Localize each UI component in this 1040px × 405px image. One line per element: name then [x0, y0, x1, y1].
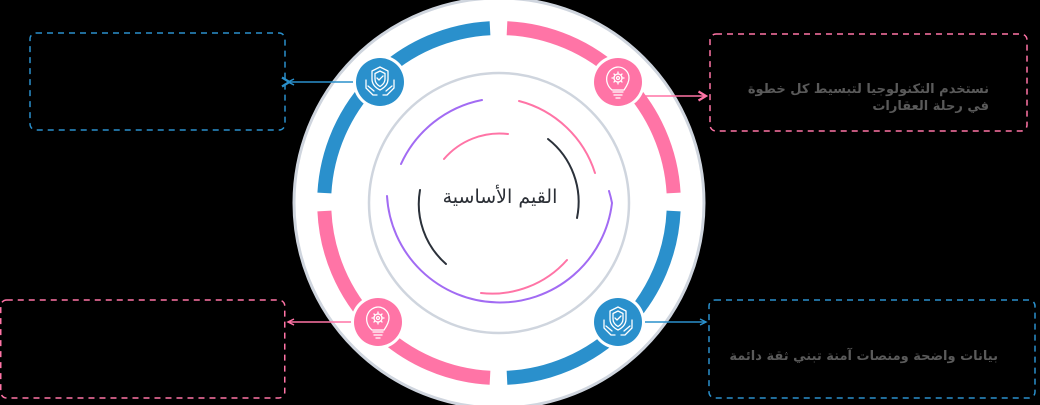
- decorative-arcs: [386, 99, 613, 304]
- dashed-boxes: [0, 32, 1036, 399]
- box-bottom-right-text: بيانات واضحة ومنصات آمنة تبني ثقة دائمة: [729, 349, 998, 364]
- lightbulb-gear-icon: [606, 66, 630, 99]
- box-top-left: [30, 33, 285, 130]
- box-top-left-border: [29, 32, 286, 131]
- box-top-right-border: [709, 33, 1028, 132]
- shield-check-hands-icon: [365, 66, 395, 96]
- node-bottom-right[interactable]: [591, 295, 645, 349]
- box-bottom-right: بيانات واضحة ومنصات آمنة تبني ثقة دائمة: [709, 300, 1035, 398]
- box-top-right: نستخدم التكنولوجيا لتبسيط كل خطوة في رحل…: [710, 34, 1027, 131]
- diagram-title: القيم الأساسية: [442, 186, 558, 208]
- node-top-right[interactable]: [591, 55, 645, 109]
- node-bottom-left[interactable]: [351, 295, 405, 349]
- shield-check-hands-icon: [603, 306, 633, 336]
- box-bottom-left-border: [0, 299, 286, 399]
- connectors: [288, 79, 709, 326]
- box-top-right-text: نستخدم التكنولوجيا لتبسيط كل خطوة في رحل…: [747, 82, 989, 114]
- box-bottom-left: [0, 300, 285, 398]
- inner-ring: [367, 71, 631, 335]
- box-bottom-right-border: [708, 299, 1036, 399]
- node-top-left[interactable]: [353, 55, 407, 109]
- lightbulb-gear-icon: [366, 306, 390, 339]
